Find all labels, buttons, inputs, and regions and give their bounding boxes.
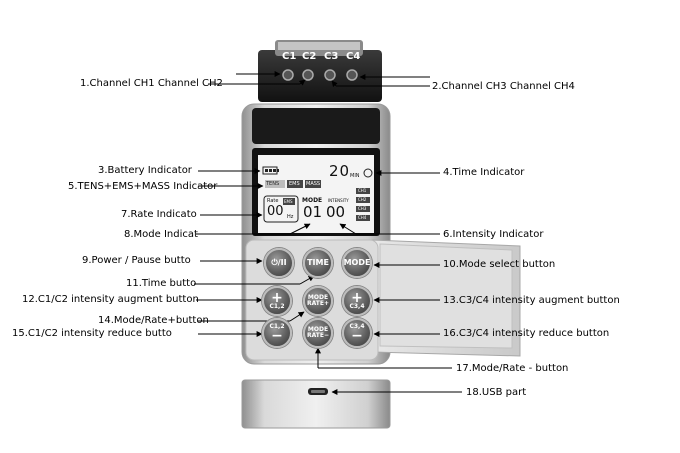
time-button[interactable]: TIME: [303, 248, 333, 278]
port-c2: [302, 69, 314, 81]
lcd-intensity-label: INTENSITY: [328, 198, 349, 203]
callout-15: 15.C1/C2 intensity reduce butto: [12, 328, 172, 339]
mode-button-label: MODE: [343, 258, 371, 267]
mode-select-button[interactable]: MODE: [342, 248, 372, 278]
lcd-mode-ems: EMS: [289, 181, 300, 187]
timer-icon: [363, 168, 373, 178]
lcd-channel-ch4: CH4: [358, 215, 367, 220]
callout-3: 3.Battery Indicator: [98, 165, 192, 176]
callout-6: 6.Intensity Indicator: [443, 229, 544, 240]
minus-icon: −: [351, 328, 363, 344]
c34-plus-label: C3,4: [349, 303, 365, 310]
c34-intensity-augment-button[interactable]: + C3,4: [342, 286, 372, 316]
mode-rate-plus-top-label: MODE: [307, 294, 329, 301]
lcd-time-value: 20: [329, 162, 351, 180]
callout-16: 16.C3/C4 intensity reduce button: [443, 328, 610, 339]
callout-11: 11.Time butto: [126, 278, 197, 289]
lcd-channel-ch1: CH1: [358, 188, 367, 193]
mode-rate-plus-button[interactable]: MODE RATE+: [303, 286, 333, 316]
lcd-time-unit: MIN: [350, 173, 360, 179]
port-c1: [282, 69, 294, 81]
port-c3: [324, 69, 336, 81]
usb-base: [241, 379, 391, 429]
plus-icon: +: [351, 290, 363, 306]
callout-14: 14.Mode/Rate+button: [98, 315, 209, 326]
lcd-rate-unit: Hz: [287, 214, 294, 220]
plus-icon: +: [271, 290, 283, 306]
power-icon: ⏻/II: [271, 258, 287, 267]
power-pause-button[interactable]: ⏻/II: [264, 248, 294, 278]
callout-9: 9.Power / Pause butto: [82, 255, 191, 266]
callout-7: 7.Rate Indicato: [121, 209, 197, 220]
mode-rate-minus-top-label: MODE: [307, 326, 329, 333]
callout-4: 4.Time Indicator: [443, 167, 525, 178]
mode-rate-plus-bottom-label: RATE+: [306, 300, 330, 307]
lcd-rate-value: 00: [267, 204, 284, 219]
top-connector-body: [258, 50, 382, 102]
callout-1: 1.Channel CH1 Channel CH2: [80, 78, 223, 89]
callout-2: 2.Channel CH3 Channel CH4: [432, 81, 575, 92]
callout-18: 18.USB part: [466, 387, 527, 398]
lcd-mode-mass: MASS: [306, 181, 321, 187]
c12-plus-label: C1,2: [269, 303, 285, 310]
mode-rate-minus-button[interactable]: MODE RATE−: [303, 318, 333, 348]
port-c4: [346, 69, 358, 81]
c34-intensity-reduce-button[interactable]: C3,4 −: [342, 318, 372, 348]
lcd-mode-label: MODE: [302, 197, 323, 204]
lcd-channel-ch2: CH2: [358, 197, 367, 202]
callout-17: 17.Mode/Rate - button: [456, 363, 569, 374]
callout-12: 12.C1/C2 intensity augment button: [22, 294, 199, 305]
callout-10: 10.Mode select button: [443, 259, 556, 270]
port-label-c2: C2: [302, 51, 317, 62]
lcd-rate-badge: EMS: [284, 199, 293, 204]
callout-13: 13.C3/C4 intensity augment button: [443, 295, 620, 306]
c12-intensity-augment-button[interactable]: + C1,2: [262, 286, 292, 316]
lcd-mode-value: 01: [303, 203, 323, 221]
c12-minus-label: C1,2: [269, 323, 285, 330]
device-top-panel: [252, 108, 380, 144]
port-label-c1: C1: [282, 51, 297, 62]
callout-8: 8.Mode Indicat: [124, 229, 198, 240]
time-button-label: TIME: [307, 258, 329, 267]
port-label-c4: C4: [346, 51, 361, 62]
port-label-c3: C3: [324, 51, 339, 62]
lcd-channel-ch3: CH3: [358, 206, 367, 211]
rate-box: [263, 195, 299, 223]
c12-intensity-reduce-button[interactable]: C1,2 −: [262, 318, 292, 348]
mode-rate-minus-bottom-label: RATE−: [306, 332, 330, 339]
lcd-intensity-value: 00: [326, 203, 346, 221]
lcd-mode-tens: TENS: [266, 181, 280, 187]
minus-icon: −: [271, 328, 283, 344]
c34-minus-label: C3,4: [349, 323, 365, 330]
lcd-rate-label: Rate: [267, 198, 279, 204]
callout-5: 5.TENS+EMS+MASS Indicator: [68, 181, 218, 192]
